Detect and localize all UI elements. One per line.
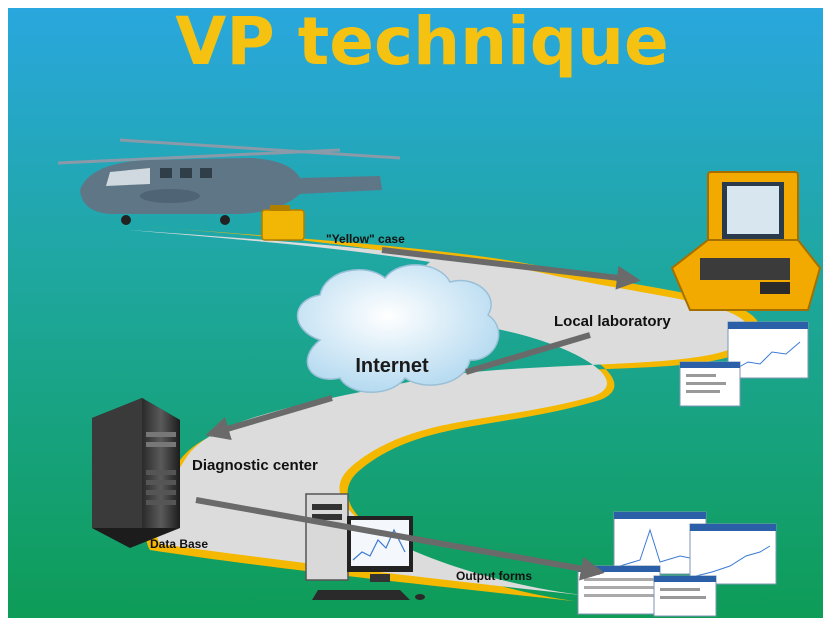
server-tower-icon <box>92 398 180 548</box>
internet-label: Internet <box>355 355 429 377</box>
output-forms-label: Output forms <box>456 569 532 583</box>
report-form-icon <box>577 511 777 617</box>
report-form-icon <box>679 321 809 407</box>
yellow-case-icon <box>261 205 305 241</box>
arrow-center-to-output <box>195 497 605 581</box>
arrow-internet-to-center <box>205 395 333 441</box>
data-base-label: Data Base <box>150 537 208 551</box>
arrow-lab-to-internet <box>465 332 591 375</box>
field-laptop-case-icon <box>670 171 822 311</box>
flow-arrows <box>195 247 641 581</box>
diagnostic-center-label: Diagnostic center <box>192 457 318 474</box>
flow-path <box>120 225 760 605</box>
yellow-case-label: "Yellow" case <box>326 232 405 246</box>
arrow-case-to-lab <box>381 247 641 290</box>
page-title: VP technique <box>175 3 668 80</box>
helicopter-icon <box>57 138 401 225</box>
local-laboratory-label: Local laboratory <box>554 313 671 330</box>
workstation-icon <box>305 493 425 600</box>
cloud-icon <box>296 264 500 393</box>
